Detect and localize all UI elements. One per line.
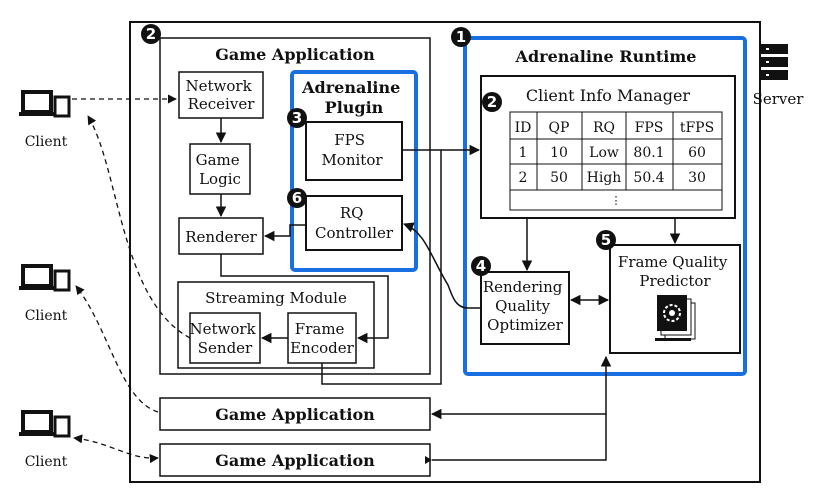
step-badge: 2 [482,92,502,112]
step-badge: 2 [141,24,161,44]
game-application-box [159,37,431,375]
laptop-phone-icon [19,90,71,118]
frame-quality-predictor-box [609,244,741,354]
adrenaline-plugin-title: Adrenaline Plugin [301,78,406,117]
svg-text:4: 4 [476,257,486,275]
svg-text:2: 2 [146,25,156,43]
network-sender-label: Network Sender [190,320,261,357]
step-badge: 4 [471,256,491,276]
svg-text:1: 1 [456,28,466,46]
client-info-table [509,111,723,211]
rq-controller-label: RQ Controller [315,204,394,242]
client-info-manager-title: Client Info Manager [526,86,691,105]
adrenaline-plugin-box [290,70,418,272]
game-application-box [159,397,431,431]
frame-encoder-label: Frame Encoder [290,320,355,357]
server-label: Server [753,90,805,108]
table-cell: 10 [550,145,568,161]
game-logic-label: Game Logic [196,151,245,188]
client-info-manager-box [480,75,736,219]
step-badge: 6 [287,188,307,208]
rendering-quality-optimizer-label: Rendering Quality Optimizer [483,278,567,334]
svg-text:6: 6 [292,189,302,207]
svg-text:5: 5 [601,231,611,249]
table-cell: 30 [688,170,706,186]
laptop-phone-icon [19,264,71,292]
fps-monitor-label: FPS Monitor [321,131,383,169]
table-cell: High [587,170,622,186]
game-application-label: Game Application [215,405,375,424]
client-label: Client [25,454,68,470]
client-label: Client [25,308,68,324]
table-cell: 2 [519,170,528,186]
game-application-label: Game Application [215,451,375,470]
table-header: tFPS [680,120,714,136]
table-header: RQ [593,120,615,136]
server-icon [760,44,788,80]
table-cell: Low [589,145,619,161]
client-label: Client [25,134,68,150]
streaming-module-box [177,281,375,369]
svg-text:2: 2 [487,93,497,111]
fps-monitor-box [305,121,403,181]
game-logic-box [189,143,251,195]
step-badge: 1 [451,27,471,47]
table-cell: 50.4 [633,170,664,186]
streaming-module-title: Streaming Module [205,289,347,307]
table-ellipsis: ⋮ [611,194,622,207]
adrenaline-runtime-title: Adrenaline Runtime [515,47,697,66]
table-header: ID [515,120,532,136]
table-cell: 80.1 [633,145,664,161]
network-receiver-label: Network Receiver [186,77,257,113]
rq-controller-box [305,195,403,251]
svg-text:3: 3 [292,109,302,127]
renderer-label: Renderer [185,228,257,246]
table-cell: 60 [688,145,706,161]
client-network-links [72,94,191,464]
server-boundary [129,21,761,483]
step-badge: 3 [287,108,307,128]
neural-network-chip-icon [655,295,696,341]
game-application-title: Game Application [215,45,375,64]
laptop-phone-icon [19,410,71,438]
table-header: FPS [635,120,664,136]
step-badge: 5 [596,230,616,250]
flow-arrows [215,118,681,464]
frame-quality-predictor-label: Frame Quality Predictor [618,253,732,290]
table-cell: 1 [519,145,528,161]
table-cell: 50 [550,170,568,186]
table-header: QP [549,120,570,136]
